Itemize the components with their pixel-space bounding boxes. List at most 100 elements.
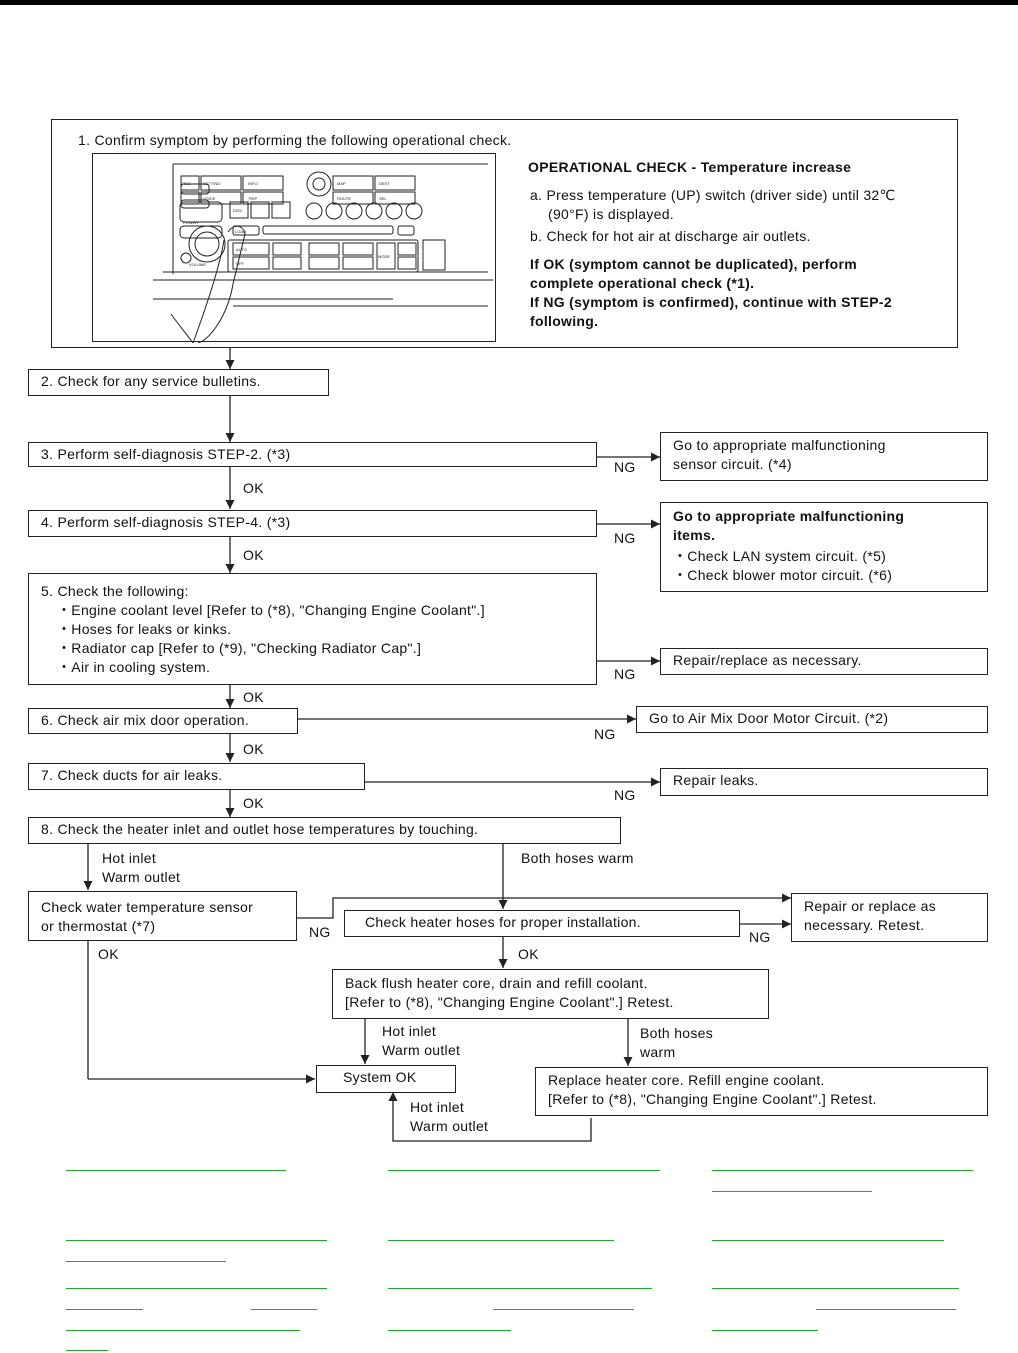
panel-button	[180, 175, 200, 191]
link[interactable]	[712, 1240, 944, 1241]
link[interactable]	[493, 1309, 634, 1310]
mode-label: MODE	[378, 254, 390, 259]
check-air-in-system: ・Air in cooling system.	[57, 659, 211, 675]
replace-heater-core-box: Replace heater core. Refill engine coola…	[535, 1067, 988, 1116]
result-4-lan: ・Check LAN system circuit. (*5)	[673, 548, 887, 564]
instruction-a-line-1: a. Press temperature (UP) switch (driver…	[530, 187, 896, 203]
rec-label: REC	[182, 181, 191, 186]
result-retest-line-1: Repair or replace as	[804, 898, 937, 914]
step-5-title: 5. Check the following:	[41, 583, 189, 599]
ng-label: NG	[614, 530, 636, 546]
ng-label: NG	[749, 929, 771, 945]
hot-inlet-label: Hot inlet	[410, 1099, 465, 1115]
setting-label: SETTING	[203, 181, 220, 186]
link[interactable]	[816, 1309, 956, 1310]
result-7-text: Repair leaks.	[673, 772, 759, 788]
power-label: POWER	[183, 220, 198, 225]
panel-button	[242, 191, 284, 205]
link[interactable]	[388, 1288, 652, 1289]
ng-label: NG	[614, 459, 636, 475]
ok-label: OK	[243, 547, 264, 563]
hot-inlet-label: Hot inlet	[102, 850, 157, 866]
link[interactable]	[712, 1170, 973, 1171]
panel-button	[374, 191, 416, 205]
panel-button	[180, 191, 200, 205]
result-4-line-1: Go to appropriate malfunctioning	[673, 508, 905, 524]
water-temp-line-2: or thermostat (*7)	[41, 918, 156, 934]
control-panel-drawing: SETTING INFO MAP DEST VOICE TRIP ROUTE S…	[153, 163, 493, 344]
link[interactable]	[251, 1309, 317, 1310]
check-radiator-cap: ・Radiator cap [Refer to (*9), "Checking …	[57, 640, 422, 656]
link[interactable]	[388, 1240, 614, 1241]
link[interactable]	[66, 1261, 226, 1262]
system-ok-text: System OK	[343, 1069, 417, 1085]
ng-label: NG	[614, 787, 636, 803]
link[interactable]	[66, 1330, 300, 1331]
result-3-line-2: sensor circuit. (*4)	[673, 456, 792, 472]
instruction-a-line-2: (90°F) is displayed.	[548, 206, 674, 222]
step-6-text: 6. Check air mix door operation.	[41, 712, 250, 728]
panel-button	[374, 175, 416, 191]
link[interactable]	[388, 1170, 660, 1171]
link[interactable]	[66, 1288, 327, 1289]
hot-inlet-label: Hot inlet	[382, 1023, 437, 1039]
link[interactable]	[66, 1309, 143, 1310]
panel-button	[200, 191, 242, 205]
step-6-box: 6. Check air mix door operation.	[28, 708, 298, 734]
warm-outlet-label: Warm outlet	[382, 1042, 461, 1058]
joystick-knob	[306, 171, 332, 197]
result-4-line-2: items.	[673, 527, 716, 543]
off-label: OFF	[236, 261, 245, 266]
back-flush-line-2: [Refer to (*8), "Changing Engine Coolant…	[345, 994, 674, 1010]
panel-button	[332, 191, 374, 205]
warm-outlet-label: Warm outlet	[102, 869, 181, 885]
link[interactable]	[66, 1170, 286, 1171]
back-flush-box: Back flush heater core, drain and refill…	[332, 969, 769, 1019]
ng-label: NG	[614, 666, 636, 682]
panel-button	[242, 175, 284, 191]
link[interactable]	[66, 1350, 108, 1351]
dest-label: DEST	[379, 181, 390, 186]
check-coolant-level: ・Engine coolant level [Refer to (*8), "C…	[57, 602, 485, 618]
step-8-text: 8. Check the heater inlet and outlet hos…	[41, 821, 479, 837]
link[interactable]	[712, 1191, 872, 1192]
step-3-text: 3. Perform self-diagnosis STEP-2. (*3)	[41, 446, 291, 462]
result-3-line-1: Go to appropriate malfunctioning	[673, 437, 886, 453]
volume-label: VOLUME	[189, 262, 206, 267]
trip-label: TRIP	[248, 196, 257, 201]
step-8-box: 8. Check the heater inlet and outlet hos…	[28, 817, 621, 844]
replace-line-1: Replace heater core. Refill engine coola…	[548, 1072, 825, 1088]
ok-label: OK	[518, 946, 539, 962]
step-4-box: 4. Perform self-diagnosis STEP-4. (*3)	[28, 510, 597, 537]
step-4-text: 4. Perform self-diagnosis STEP-4. (*3)	[41, 514, 291, 530]
if-ok-line-2: complete operational check (*1).	[530, 275, 755, 291]
check-hoses: ・Hoses for leaks or kinks.	[57, 621, 232, 637]
link[interactable]	[712, 1330, 818, 1331]
link[interactable]	[66, 1240, 327, 1241]
operational-check-heading: OPERATIONAL CHECK - Temperature increase	[528, 159, 852, 175]
route-label: ROUTE	[337, 196, 351, 201]
both-hoses-warm-label: Both hoses warm	[521, 850, 634, 866]
result-malfunction-items-box: Go to appropriate malfunctioning items. …	[660, 502, 988, 592]
step-3-box: 3. Perform self-diagnosis STEP-2. (*3)	[28, 442, 597, 467]
link[interactable]	[712, 1288, 959, 1289]
system-ok-box: System OK	[316, 1065, 456, 1093]
if-ng-line-1: If NG (symptom is confirmed), continue w…	[530, 294, 892, 310]
link[interactable]	[388, 1330, 511, 1331]
step-7-text: 7. Check ducts for air leaks.	[41, 767, 223, 783]
water-temp-sensor-box: Check water temperature sensor or thermo…	[28, 891, 297, 941]
control-panel-illustration: SETTING INFO MAP DEST VOICE TRIP ROUTE S…	[92, 153, 496, 344]
ng-label: NG	[594, 726, 616, 742]
result-5-text: Repair/replace as necessary.	[673, 652, 862, 668]
ok-label: OK	[243, 795, 264, 811]
warm-outlet-label: Warm outlet	[410, 1118, 489, 1134]
step-1-title: 1. Confirm symptom by performing the fol…	[78, 132, 512, 148]
water-temp-line-1: Check water temperature sensor	[41, 899, 254, 915]
auto-label: AUTO	[236, 247, 247, 252]
replace-line-2: [Refer to (*8), "Changing Engine Coolant…	[548, 1091, 877, 1107]
ng-label: NG	[309, 924, 331, 940]
result-repair-retest-box: Repair or replace as necessary. Retest.	[791, 893, 988, 942]
result-air-mix-motor-box: Go to Air Mix Door Motor Circuit. (*2)	[636, 706, 988, 733]
load-label: LOAD	[235, 229, 246, 234]
